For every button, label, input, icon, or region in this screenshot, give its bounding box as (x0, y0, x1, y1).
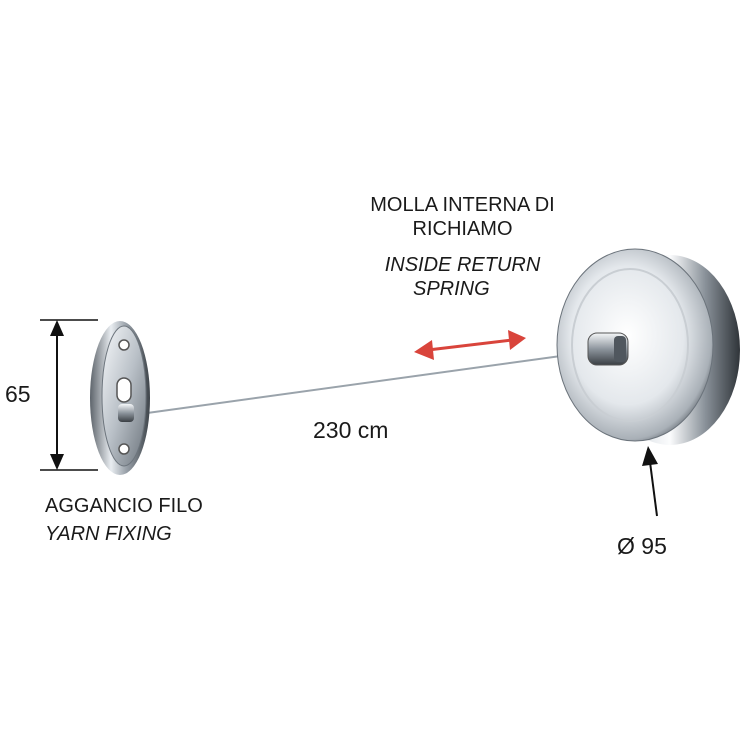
fixing-label-english: YARN FIXING (45, 523, 172, 545)
spring-label-italian-line1: MOLLA INTERNA DI (370, 194, 555, 216)
yarn-fixing-plate (90, 321, 150, 475)
diameter-label: Ø 95 (617, 533, 667, 559)
spring-label-english-line2: SPRING (413, 278, 490, 300)
fixing-label-italian: AGGANCIO FILO (45, 495, 203, 517)
spring-label-italian-line2: RICHIAMO (412, 218, 513, 240)
spring-drum (556, 248, 740, 445)
length-label: 230 cm (313, 417, 389, 443)
height-label: 65 (5, 381, 31, 407)
spring-label-english-line1: INSIDE RETURN (384, 254, 541, 276)
height-dimension-arrow (40, 319, 98, 471)
motion-arrow (414, 330, 526, 360)
wire-line (139, 351, 591, 415)
diameter-pointer-arrow (642, 446, 658, 517)
